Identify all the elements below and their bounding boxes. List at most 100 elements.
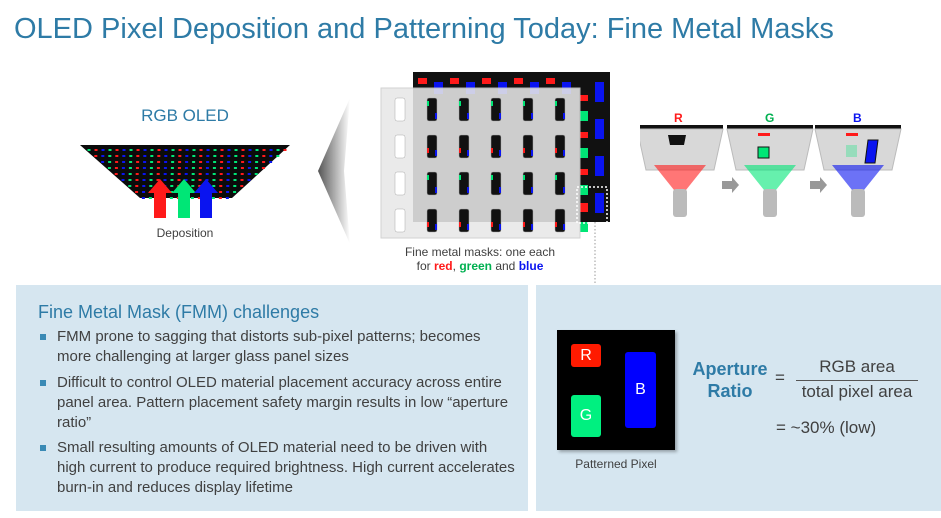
patterned-pixel-caption: Patterned Pixel bbox=[575, 457, 657, 471]
bullet-text: FMM prone to sagging that distorts sub-p… bbox=[57, 328, 481, 365]
mask-aperture bbox=[554, 97, 566, 122]
blue-edge bbox=[435, 187, 437, 193]
oled-subpixel bbox=[177, 173, 181, 175]
mask-aperture bbox=[426, 97, 438, 122]
oled-subpixel bbox=[255, 149, 259, 151]
oled-subpixel bbox=[212, 167, 216, 169]
oled-subpixel bbox=[136, 161, 140, 163]
caption-green: green bbox=[459, 259, 492, 273]
oled-subpixel bbox=[205, 173, 209, 175]
oled-subpixel bbox=[198, 167, 202, 169]
mask-aperture bbox=[426, 134, 438, 159]
deposition-label: Deposition bbox=[156, 226, 214, 240]
oled-subpixel bbox=[122, 149, 126, 151]
oled-subpixel bbox=[177, 167, 181, 169]
oled-subpixel bbox=[177, 179, 181, 181]
oled-subpixel bbox=[240, 179, 244, 181]
caption-comma: , bbox=[452, 259, 460, 273]
oled-subpixel bbox=[192, 149, 196, 151]
blue-edge bbox=[531, 113, 533, 119]
oled-panel-illustration bbox=[80, 145, 290, 218]
oled-subpixel bbox=[178, 155, 182, 157]
edge bbox=[491, 101, 493, 106]
oled-subpixel bbox=[135, 173, 139, 175]
oled-subpixel bbox=[233, 185, 237, 187]
oled-subpixel bbox=[142, 173, 146, 175]
oled-subpixel bbox=[184, 173, 188, 175]
mask-aperture bbox=[394, 208, 406, 233]
oled-subpixel bbox=[219, 191, 223, 193]
oled-subpixel bbox=[128, 179, 132, 181]
oled-subpixel bbox=[276, 149, 280, 151]
oled-subpixel bbox=[191, 185, 195, 187]
red-subpixel bbox=[482, 78, 491, 84]
aperture-line2: Ratio bbox=[707, 381, 753, 401]
oled-panel bbox=[80, 145, 290, 198]
oled-subpixel bbox=[163, 167, 167, 169]
red-subpixel bbox=[580, 132, 588, 138]
oled-subpixel bbox=[150, 161, 154, 163]
edge bbox=[459, 175, 461, 180]
green-subpixel: G bbox=[571, 395, 601, 437]
oled-subpixel bbox=[142, 191, 146, 193]
aperture bbox=[864, 139, 879, 164]
blue-edge bbox=[467, 113, 469, 119]
mask-aperture bbox=[522, 97, 534, 122]
oled-subpixel bbox=[184, 179, 188, 181]
oled-subpixel bbox=[150, 155, 154, 157]
challenge-bullet: Small resulting amounts of OLED material… bbox=[38, 438, 518, 498]
oled-subpixel bbox=[198, 179, 202, 181]
oled-subpixel bbox=[227, 155, 231, 157]
oled-subpixel bbox=[205, 179, 209, 181]
funnel-step-r bbox=[640, 125, 724, 217]
bullet-icon bbox=[40, 380, 46, 386]
oled-subpixel bbox=[241, 155, 245, 157]
oled-subpixel bbox=[191, 179, 195, 181]
oled-subpixel bbox=[157, 161, 161, 163]
oled-subpixel bbox=[227, 149, 231, 151]
aperture bbox=[668, 135, 686, 145]
oled-subpixel bbox=[213, 161, 217, 163]
oled-subpixel bbox=[164, 155, 168, 157]
oled-subpixel bbox=[136, 155, 140, 157]
challenges-panel bbox=[16, 285, 528, 511]
oled-subpixel bbox=[261, 167, 265, 169]
aperture bbox=[757, 146, 770, 159]
blue-edge bbox=[435, 150, 437, 156]
oled-subpixel bbox=[233, 167, 237, 169]
oled-subpixel bbox=[225, 197, 229, 199]
blue-edge bbox=[499, 113, 501, 119]
blue-edge bbox=[563, 224, 565, 230]
edge bbox=[523, 148, 525, 153]
oled-subpixel bbox=[156, 167, 160, 169]
arrow-right-icon bbox=[722, 177, 739, 193]
oled-subpixel bbox=[121, 179, 125, 181]
oled-subpixel bbox=[269, 149, 273, 151]
oled-subpixel bbox=[149, 173, 153, 175]
oled-subpixel bbox=[254, 167, 258, 169]
aperture-ratio-label: Aperture Ratio bbox=[688, 358, 772, 402]
oled-subpixel bbox=[129, 161, 133, 163]
oled-subpixel bbox=[170, 179, 174, 181]
oled-subpixel bbox=[219, 167, 223, 169]
oled-subpixel bbox=[241, 149, 245, 151]
step-label-g: G bbox=[765, 111, 775, 125]
oled-subpixel bbox=[199, 155, 203, 157]
oled-subpixel bbox=[240, 167, 244, 169]
deposition-sequence: R G B bbox=[640, 110, 930, 225]
red-subpixel bbox=[418, 78, 427, 84]
oled-subpixel bbox=[248, 149, 252, 151]
substrate bbox=[640, 125, 723, 129]
oled-subpixel bbox=[240, 185, 244, 187]
mask-aperture bbox=[394, 97, 406, 122]
oled-subpixel bbox=[101, 155, 105, 157]
blue-edge bbox=[467, 187, 469, 193]
edge bbox=[427, 101, 429, 106]
oled-subpixel bbox=[226, 185, 230, 187]
red-arrow-icon bbox=[148, 179, 172, 218]
oled-subpixel bbox=[248, 161, 252, 163]
oled-subpixel bbox=[129, 155, 133, 157]
oled-subpixel bbox=[143, 155, 147, 157]
edge bbox=[427, 222, 429, 227]
oled-subpixel bbox=[122, 161, 126, 163]
